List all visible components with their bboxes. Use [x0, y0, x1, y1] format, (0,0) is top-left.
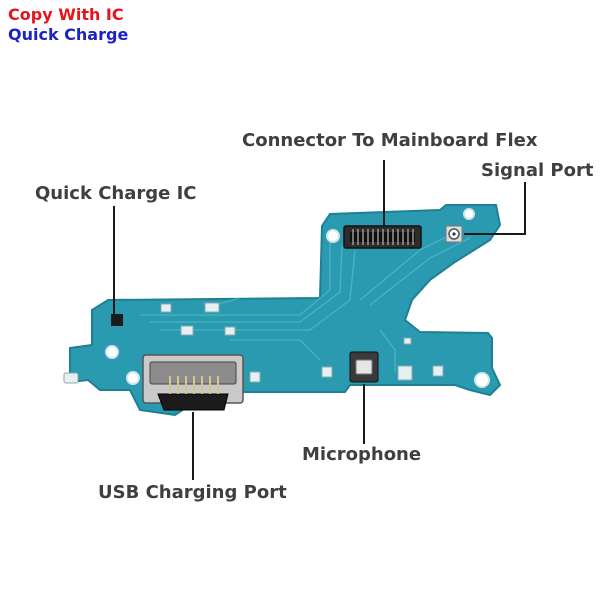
- mounting-holes: [105, 208, 490, 388]
- copy-with-ic-badge: Copy With IC: [8, 5, 124, 24]
- quick-charge-ic-label: Quick Charge IC: [35, 183, 197, 204]
- solder-pads: [63, 302, 444, 384]
- quick-charge-badge: Quick Charge: [8, 25, 129, 44]
- pcb-traces: [140, 229, 471, 372]
- microphone-label: Microphone: [302, 444, 422, 465]
- signal-port-label: Signal Port: [481, 160, 594, 181]
- callout-leader-lines: [113, 160, 526, 480]
- usb-charging-port-label: USB Charging Port: [98, 482, 287, 503]
- connector-label: Connector To Mainboard Flex: [242, 130, 538, 151]
- quick-charge-ic-chip: [111, 314, 123, 326]
- usb-c-connector: [142, 354, 244, 411]
- microphone-component: [349, 351, 379, 383]
- signal-port: [445, 225, 463, 243]
- flex-connector: [343, 225, 422, 249]
